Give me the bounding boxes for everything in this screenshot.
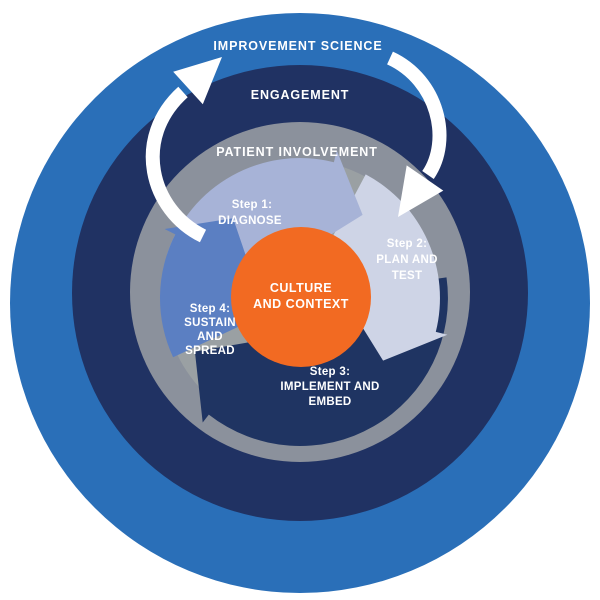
ring-label-improvement-science: IMPROVEMENT SCIENCE bbox=[213, 39, 382, 53]
center-label-line2: AND CONTEXT bbox=[253, 297, 349, 311]
step2-title-line2: TEST bbox=[392, 270, 423, 282]
center-circle bbox=[231, 227, 371, 367]
ring-label-patient-involvement: PATIENT INVOLVEMENT bbox=[216, 145, 378, 159]
connector-arrow-right-head-icon bbox=[398, 165, 444, 217]
step3-number-label: Step 3: bbox=[310, 366, 350, 378]
step4-title-line2: AND bbox=[197, 331, 223, 343]
step4-arrow bbox=[159, 218, 252, 358]
step4-number-label: Step 4: bbox=[190, 303, 230, 315]
ring-label-engagement: ENGAGEMENT bbox=[251, 88, 350, 102]
step1-title-label: DIAGNOSE bbox=[218, 215, 282, 227]
step3-title-line1: IMPLEMENT AND bbox=[280, 381, 379, 393]
step1-number-label: Step 1: bbox=[232, 199, 272, 211]
center-label-line1: CULTURE bbox=[270, 281, 332, 295]
connector-arrow-right-shaft bbox=[386, 51, 447, 179]
step4-title-line3: SPREAD bbox=[185, 345, 235, 357]
connector-arrow-left-head-icon bbox=[173, 57, 222, 105]
step2-title-line1: PLAN AND bbox=[376, 254, 437, 266]
connector-arrow-left bbox=[145, 57, 222, 243]
step4-title-line1: SUSTAIN bbox=[184, 317, 236, 329]
step3-title-line2: EMBED bbox=[308, 396, 351, 408]
step2-number-label: Step 2: bbox=[387, 238, 427, 250]
connector-arrow-left-shaft bbox=[145, 86, 207, 243]
connector-arrow-right bbox=[386, 51, 447, 217]
